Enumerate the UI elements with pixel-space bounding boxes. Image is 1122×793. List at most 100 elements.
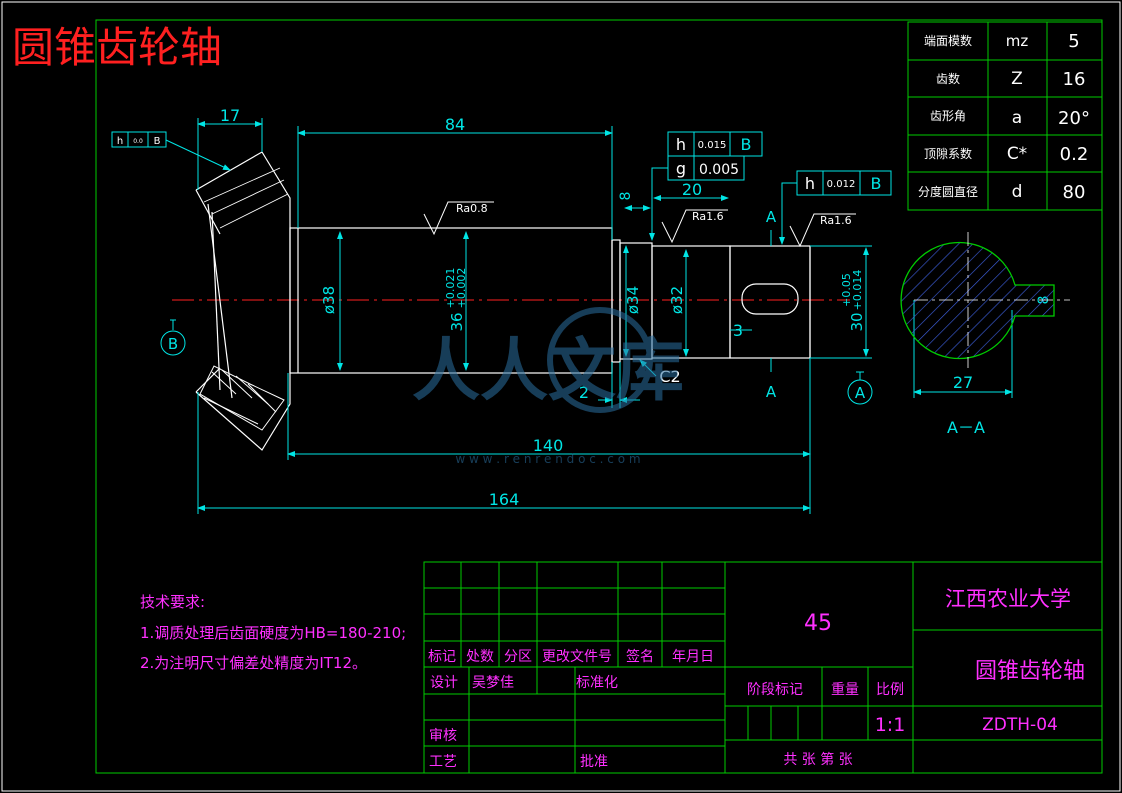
tb-h-qianming: 签名	[626, 648, 654, 665]
dim-dia36: 36	[448, 312, 466, 331]
tolerance-frame-right: h 0.012 B	[779, 170, 892, 245]
section-label: A－A	[947, 418, 985, 437]
section-mark-bottom: A	[766, 383, 777, 401]
tech-heading: 技术要求:	[140, 593, 205, 611]
dimension-texts: 17 84 20 8 3 2 140 164 27 8 ø38 36 +0.02…	[220, 106, 1052, 509]
title-block-text: 45 江西农业大学 圆锥齿轮轴 ZDTH-04 1:1 标记 处数 分区 更改文…	[428, 587, 1085, 770]
tb-sheets: 共 张 第 张	[783, 751, 852, 768]
datum-a-label: A	[855, 384, 866, 402]
param-symbol: mz	[1006, 32, 1029, 50]
tb-h-gengai: 更改文件号	[542, 649, 612, 665]
param-value: 5	[1068, 31, 1079, 52]
param-value: 16	[1063, 69, 1086, 90]
watermark-url: w w w . r e n r e n d o c . c o m	[455, 452, 640, 466]
tb-jieduan: 阶段标记	[747, 682, 803, 698]
title-block-grid	[423, 561, 1103, 774]
param-name: 顶隙系数	[924, 146, 972, 161]
section-marks: A A	[766, 208, 777, 401]
dim-17: 17	[220, 106, 240, 125]
dimension-lines	[197, 118, 1055, 514]
dim-164: 164	[489, 490, 520, 509]
tb-drawing-no: ZDTH-04	[982, 715, 1058, 735]
dim-84: 84	[445, 115, 465, 134]
tb-biaozhunhua: 标准化	[576, 675, 618, 691]
tb-shenhe: 审核	[429, 728, 457, 744]
datum-a-symbol: A	[847, 371, 873, 405]
datum-b-symbol: B	[160, 319, 186, 356]
tb-part-name: 圆锥齿轮轴	[975, 659, 1085, 684]
param-name: 齿形角	[930, 109, 966, 123]
dim-dia34: ø34	[624, 286, 642, 314]
param-value: 80	[1063, 182, 1086, 203]
watermark: 人人文库 w w w . r e n r e n d o c . c o m	[412, 307, 684, 466]
tol-mid-g-value: 0.005	[699, 162, 739, 178]
dim-dia32: ø32	[668, 286, 686, 314]
dim-tol36-upper: +0.021	[444, 268, 457, 309]
tol-right-value: 0.012	[827, 179, 856, 190]
tb-zhongliang: 重量	[831, 682, 859, 698]
dim-dia30: 30	[848, 312, 866, 331]
tol-left-symbol: h	[117, 136, 123, 147]
tb-school: 江西农业大学	[945, 587, 1071, 611]
param-row: 顶隙系数 C* 0.2	[924, 144, 1088, 165]
param-value: 0.2	[1060, 144, 1089, 165]
dim-3: 3	[733, 321, 743, 340]
gear-parameter-table	[907, 21, 1103, 211]
shaft-outline	[195, 151, 811, 451]
dim-8: 8	[618, 192, 634, 201]
section-view: A－A	[900, 232, 1070, 437]
tol-left-datum: B	[154, 136, 161, 147]
tb-material: 45	[804, 611, 832, 636]
param-row: 齿数 Z 16	[936, 69, 1085, 90]
drawing-title: 圆锥齿轮轴	[12, 23, 222, 72]
roughness-symbol: Ra0.8	[423, 201, 494, 236]
tb-bili: 比例	[876, 682, 904, 698]
param-value: 20°	[1058, 108, 1090, 129]
dim-tol30-upper: +0.05	[840, 273, 853, 307]
dim-140: 140	[533, 436, 564, 455]
section-mark-top: A	[766, 208, 777, 226]
gear-teeth-lines	[203, 167, 289, 229]
param-row: 分度圆直径 d 80	[918, 182, 1085, 203]
param-name: 齿数	[936, 71, 960, 86]
chamfer-c2: C2	[659, 367, 680, 386]
tol-left-value: 0.0	[133, 138, 143, 145]
param-symbol: a	[1012, 108, 1022, 128]
tb-h-fenqu: 分区	[504, 649, 532, 665]
dim-27: 27	[953, 373, 973, 392]
param-symbol: C*	[1007, 144, 1027, 164]
roughness-symbol: Ra1.6	[661, 209, 728, 244]
dim-tol36-lower: +0.002	[455, 268, 468, 309]
tol-mid-h-symbol: h	[676, 135, 686, 154]
tb-designer: 吴梦佳	[472, 675, 514, 691]
tb-sheji: 设计	[430, 675, 458, 691]
watermark-brand: 人人文库	[412, 332, 684, 411]
datum-b-label: B	[168, 335, 178, 353]
param-symbol: Z	[1011, 69, 1023, 89]
gear-hatch	[199, 365, 285, 431]
tol-mid-h-value: 0.015	[698, 140, 727, 151]
tech-line-1: 1.调质处理后齿面硬度为HB=180-210;	[140, 624, 406, 642]
tb-gongyi: 工艺	[429, 754, 457, 770]
tol-mid-h-datum: B	[741, 135, 752, 154]
roughness-symbol: Ra1.6	[789, 213, 856, 248]
technical-requirements: 技术要求: 1.调质处理后齿面硬度为HB=180-210; 2.为注明尺寸偏差处…	[140, 593, 406, 672]
tb-h-nianyueri: 年月日	[672, 649, 714, 665]
roughness-ra16-mid: Ra1.6	[692, 210, 724, 223]
tech-line-2: 2.为注明尺寸偏差处精度为IT12。	[140, 654, 367, 672]
roughness-ra08: Ra0.8	[456, 202, 488, 215]
tb-pizhun: 批准	[580, 754, 608, 770]
param-row: 端面模数 mz 5	[924, 31, 1080, 52]
tolerance-frame-left: h 0.0 B	[111, 131, 231, 171]
dim-2: 2	[579, 383, 589, 402]
dim-dia38: ø38	[320, 286, 338, 314]
roughness-ra16-right: Ra1.6	[820, 214, 852, 227]
tol-right-symbol: h	[805, 174, 815, 193]
dim-tol30-lower: +0.014	[851, 270, 864, 311]
param-name: 端面模数	[924, 33, 972, 48]
param-symbol: d	[1012, 182, 1023, 202]
param-row: 齿形角 a 20°	[930, 108, 1090, 129]
param-name: 分度圆直径	[918, 184, 978, 199]
